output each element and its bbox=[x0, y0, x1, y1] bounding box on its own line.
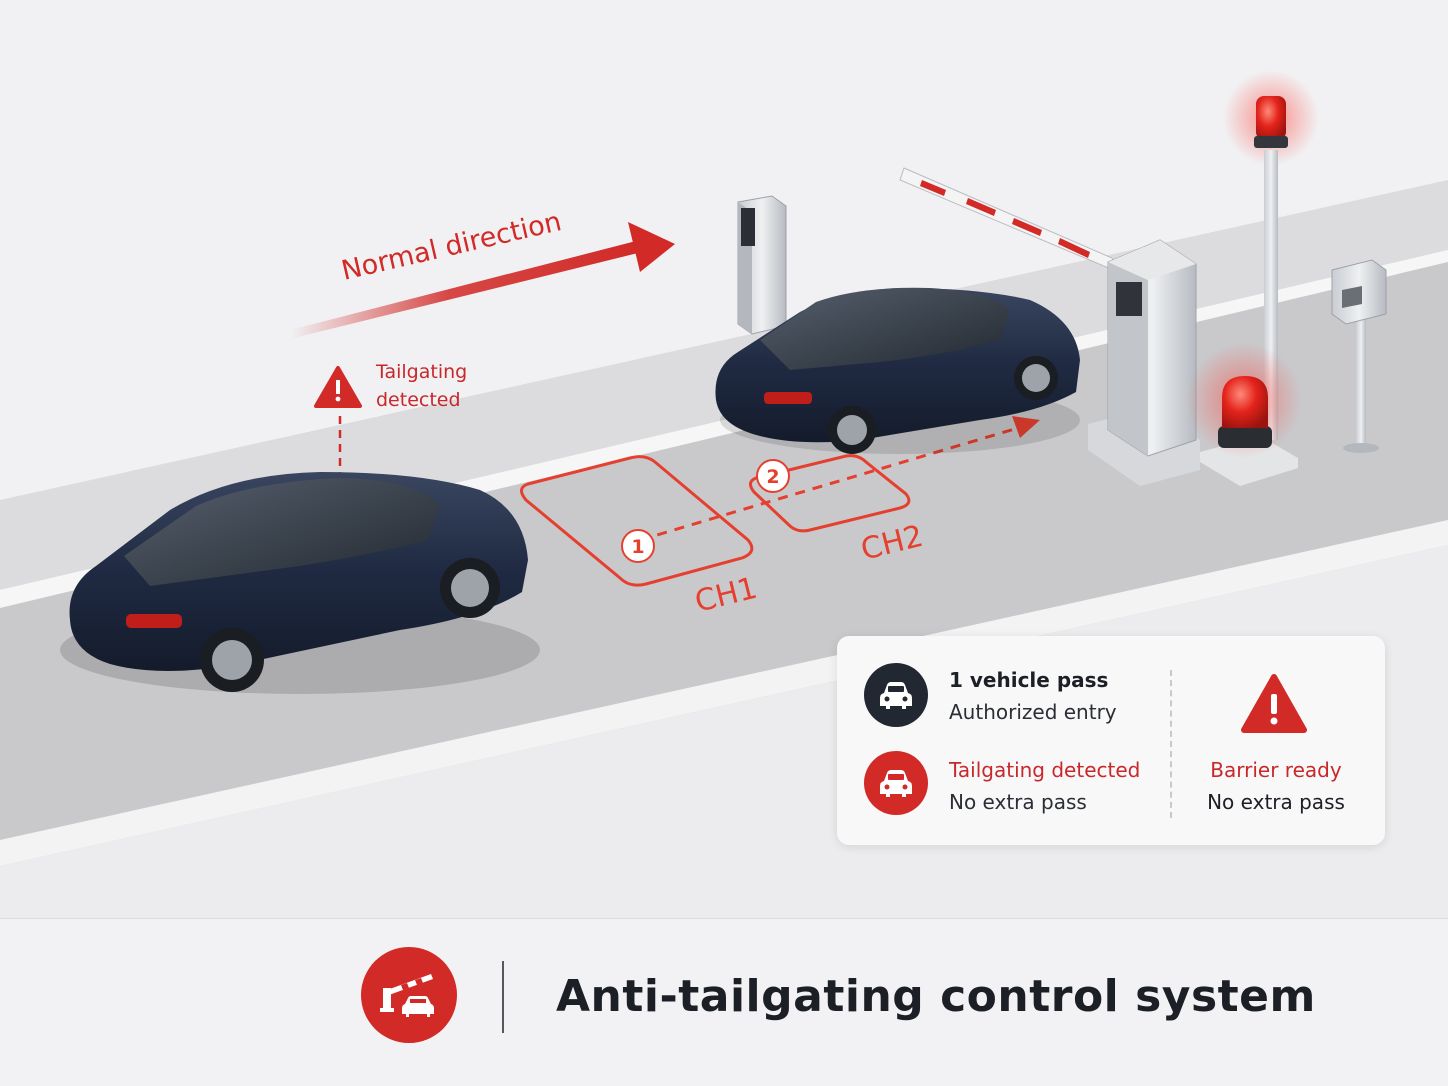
ticket-kiosk bbox=[737, 195, 787, 335]
barrier-ready-sub: No extra pass bbox=[1207, 790, 1345, 814]
footer-badge bbox=[361, 947, 457, 1043]
legend-authorized-title: 1 vehicle pass bbox=[949, 668, 1109, 692]
tailgating-label-line2: detected bbox=[376, 389, 461, 411]
step-2-label: 2 bbox=[766, 466, 779, 488]
tailgating-car-badge bbox=[864, 751, 928, 815]
legend-card: 1 vehicle pass Authorized entry Tailgati… bbox=[837, 636, 1385, 845]
legend-tailgating-sub: No extra pass bbox=[949, 790, 1087, 814]
speaker-post bbox=[1331, 259, 1387, 453]
near-lane-line bbox=[0, 520, 1448, 866]
car-front-icon bbox=[880, 682, 912, 709]
tailgating-label-line1: Tailgating bbox=[375, 361, 467, 383]
step-1-marker: 1 bbox=[621, 529, 655, 563]
barrier-cabinet bbox=[1088, 239, 1200, 486]
vehicle-path bbox=[639, 416, 1040, 542]
warning-triangle-icon bbox=[314, 366, 362, 408]
barrier-gate-icon bbox=[380, 974, 434, 1017]
tailgating-car bbox=[60, 472, 540, 694]
ch2-loop bbox=[749, 454, 911, 533]
direction-arrow bbox=[290, 222, 675, 338]
car-front-icon bbox=[880, 770, 912, 797]
legend-authorized-sub: Authorized entry bbox=[949, 700, 1117, 724]
parking-scene: 1 2 Normal direction Tailgating detected… bbox=[0, 70, 1448, 890]
legend-tailgating-title: Tailgating detected bbox=[949, 758, 1141, 782]
ch1-loop bbox=[520, 455, 754, 587]
authorized-car-badge bbox=[864, 663, 928, 727]
step-1-label: 1 bbox=[631, 536, 644, 558]
footer: Anti-tailgating control system bbox=[0, 918, 1448, 1086]
car-at-gate bbox=[715, 287, 1080, 454]
footer-title: Anti-tailgating control system bbox=[556, 971, 1316, 1022]
footer-separator bbox=[502, 961, 504, 1033]
step-2-marker: 2 bbox=[756, 459, 790, 493]
road-surface bbox=[0, 262, 1448, 890]
detection-loops bbox=[520, 454, 911, 587]
legend-divider bbox=[1170, 670, 1172, 818]
ground-beacon bbox=[1186, 342, 1302, 486]
barrier-ready-title: Barrier ready bbox=[1210, 758, 1342, 782]
warning-triangle-icon bbox=[1241, 674, 1307, 733]
